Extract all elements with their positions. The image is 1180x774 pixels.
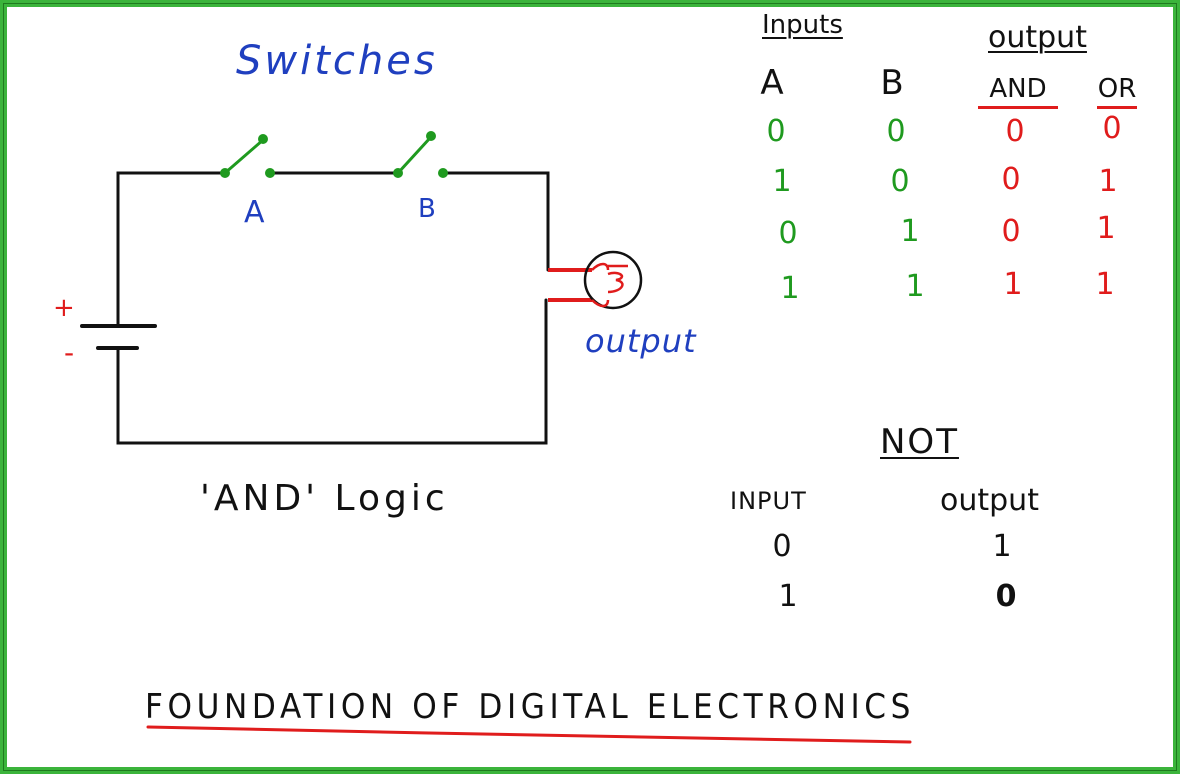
not-title: NOT <box>880 422 959 462</box>
col-header-b: B <box>880 63 904 103</box>
lamp-glass <box>583 250 643 310</box>
wire-left-top <box>116 171 227 328</box>
col-header-or: OR <box>1097 72 1137 109</box>
not-row2-input: 1 <box>778 579 798 614</box>
battery-minus-label: - <box>64 336 74 369</box>
switch-b-label: B <box>418 194 436 224</box>
row4-b: 1 <box>905 269 925 304</box>
not-input-header: INPUT <box>730 487 807 515</box>
row2-b: 0 <box>890 164 910 199</box>
switch-b-contact <box>438 168 448 178</box>
switch-b <box>393 131 448 178</box>
footer-title: FOUNDATION OF DIGITAL ELECTRONICS <box>145 687 915 727</box>
row3-and: 0 <box>1001 214 1021 249</box>
switch-a-pivot <box>220 168 230 178</box>
switch-b-lever <box>396 136 432 175</box>
row3-b: 1 <box>900 214 920 249</box>
col-header-and: AND <box>978 72 1058 109</box>
switch-a <box>220 134 275 178</box>
switch-a-lever <box>223 138 265 175</box>
switch-b-tip <box>426 131 436 141</box>
row1-or: 0 <box>1102 111 1122 146</box>
row1-and: 0 <box>1005 114 1025 149</box>
lamp-bulb-icon <box>548 250 643 310</box>
not-output-header: output <box>940 483 1039 518</box>
circuit-wires <box>116 171 550 445</box>
row2-and: 0 <box>1001 162 1021 197</box>
battery-symbol <box>80 324 157 350</box>
not-row1-output: 1 <box>992 529 1012 564</box>
output-header: output <box>988 20 1087 55</box>
row3-a: 0 <box>778 216 798 251</box>
row4-a: 1 <box>780 271 800 306</box>
wire-right-top <box>441 171 550 272</box>
lamp-filament <box>591 262 628 308</box>
battery-plus-label: + <box>53 293 75 323</box>
row1-a: 0 <box>766 114 786 149</box>
switch-b-pivot <box>393 168 403 178</box>
row2-a: 1 <box>772 164 792 199</box>
lamp-output-label: output <box>585 322 697 360</box>
row4-and: 1 <box>1003 267 1023 302</box>
switch-a-contact <box>265 168 275 178</box>
not-row2-output: 0 <box>995 579 1017 614</box>
row2-or: 1 <box>1098 164 1118 199</box>
row1-b: 0 <box>886 114 906 149</box>
row3-or: 1 <box>1096 211 1116 246</box>
switch-a-tip <box>258 134 268 144</box>
col-header-a: A <box>760 63 784 103</box>
row4-or: 1 <box>1095 267 1115 302</box>
switch-a-label: A <box>244 195 265 230</box>
footer-underline <box>146 725 912 744</box>
and-logic-caption: 'AND' Logic <box>200 478 449 519</box>
inputs-header: Inputs <box>762 10 843 40</box>
switches-label: Switches <box>236 38 438 84</box>
not-row1-input: 0 <box>772 529 792 564</box>
wire-right-bottom <box>116 298 548 445</box>
